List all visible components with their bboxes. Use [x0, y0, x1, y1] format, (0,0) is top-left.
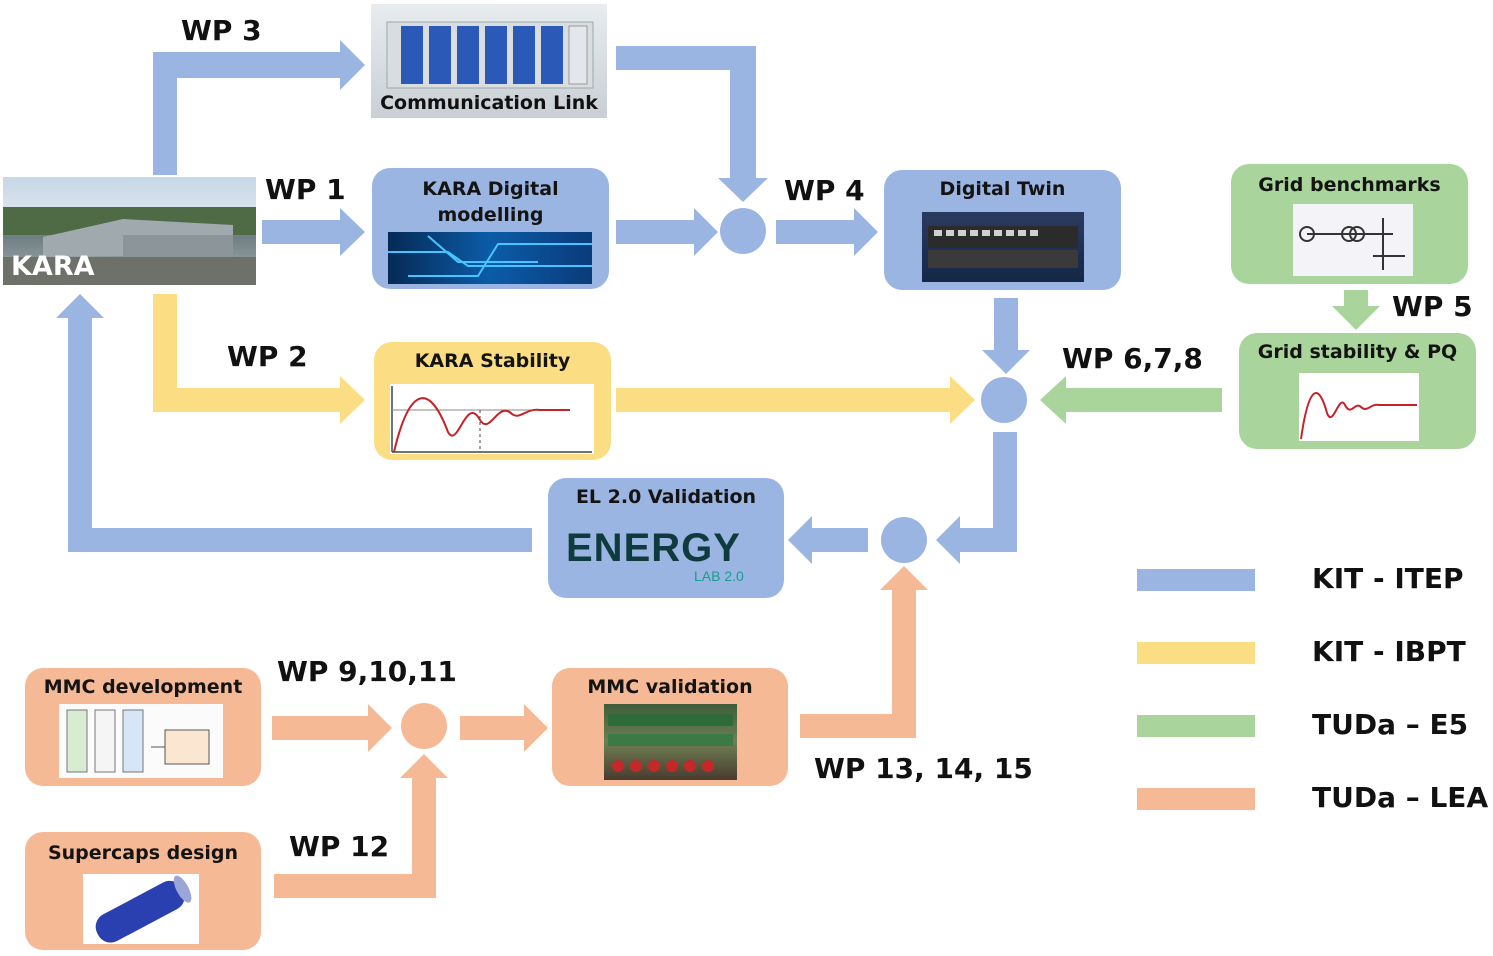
arrow-digital-to-junction1 [616, 208, 718, 256]
digital-twin-node: Digital Twin [884, 170, 1121, 290]
junction-circle-2 [981, 377, 1027, 423]
arrow-wp4 [776, 208, 878, 256]
junction-circle-4 [401, 703, 447, 749]
kara-stability-node: KARA Stability [374, 342, 611, 460]
server-rack-image [386, 21, 594, 89]
circuit-board-image [388, 232, 592, 284]
grid-benchmarks-node: Grid benchmarks [1231, 164, 1468, 284]
mmc-validation-node: MMC validation [552, 668, 788, 786]
simulator-hardware-image [922, 212, 1084, 282]
arrow-stability-to-junction2 [616, 376, 975, 424]
wp678-label: WP 6,7,8 [1062, 342, 1203, 375]
kara-building-image [3, 207, 256, 285]
legend-swatch-tuda-e5 [1137, 715, 1255, 737]
mmc-development-label: MMC development [43, 676, 243, 698]
arrow-junction4-to-mmc-validation [460, 704, 548, 752]
arrow-wp131415 [800, 566, 928, 738]
arrow-wp1 [262, 208, 365, 256]
legend-swatch-kit-ibpt [1137, 642, 1255, 664]
supercaps-node: Supercaps design [25, 832, 261, 950]
mmc-validation-label: MMC validation [587, 676, 753, 698]
legend-label-kit-itep: KIT - ITEP [1312, 562, 1464, 595]
arrow-comm-to-junction1 [616, 46, 768, 202]
wp4-label: WP 4 [784, 174, 865, 207]
legend-label-tuda-lea: TUDa – LEA [1312, 781, 1489, 814]
communication-link-node: Communication Link [371, 4, 607, 118]
wp5-label: WP 5 [1392, 290, 1473, 323]
energy-logo-sub: LAB 2.0 [694, 568, 744, 584]
arrow-wp5 [1332, 290, 1380, 330]
arrow-wp3 [153, 40, 365, 175]
energy-lab-logo: ENERGY LAB 2.0 [566, 526, 766, 586]
kara-stability-waveform-image [390, 384, 594, 454]
grid-schematic-image [1293, 204, 1413, 276]
energy-logo-main: ENERGY [566, 526, 741, 570]
kara-digital-modelling-node: KARA Digital modelling [372, 168, 609, 289]
communication-link-label: Communication Link [380, 92, 598, 114]
grid-benchmarks-label: Grid benchmarks [1258, 174, 1441, 196]
legend-label-tuda-e5: TUDa – E5 [1312, 708, 1469, 741]
grid-stability-node: Grid stability & PQ [1239, 333, 1476, 449]
kara-stability-label: KARA Stability [414, 350, 571, 372]
mmc-schematic-image [59, 704, 223, 778]
el-validation-node: EL 2.0 Validation ENERGY LAB 2.0 [548, 478, 784, 598]
el-validation-label: EL 2.0 Validation [575, 486, 757, 508]
junction-circle-1 [720, 208, 766, 254]
mmc-hardware-image [604, 704, 737, 780]
kara-label: KARA [11, 251, 95, 282]
supercaps-label: Supercaps design [47, 842, 239, 864]
wp2-label: WP 2 [227, 340, 308, 373]
legend-label-kit-ibpt: KIT - IBPT [1312, 635, 1466, 668]
wp131415-label: WP 13, 14, 15 [814, 752, 1033, 785]
arrow-wp91011 [272, 704, 392, 752]
arrow-junction3-to-validation [788, 516, 868, 564]
arrow-wp2 [153, 294, 365, 424]
supercap-image [83, 874, 199, 944]
legend-swatch-kit-itep [1137, 569, 1255, 591]
digital-twin-label: Digital Twin [939, 178, 1066, 200]
legend-swatch-tuda-lea [1137, 788, 1255, 810]
junction-circle-3 [881, 517, 927, 563]
wp12-label: WP 12 [289, 830, 390, 863]
kara-node: KARA [3, 177, 256, 285]
grid-stability-waveform-image [1299, 373, 1419, 441]
arrow-wp12 [274, 754, 448, 898]
kara-digital-modelling-label: KARA Digital modelling [422, 178, 559, 226]
arrow-wp678 [1040, 376, 1222, 424]
wp91011-label: WP 9,10,11 [277, 655, 457, 688]
wp1-label: WP 1 [265, 173, 346, 206]
mmc-development-node: MMC development [25, 668, 261, 786]
arrow-junction2-to-junction3 [936, 432, 1017, 564]
grid-stability-label: Grid stability & PQ [1257, 341, 1458, 363]
arrow-twin-to-junction2 [982, 298, 1030, 374]
wp3-label: WP 3 [181, 14, 262, 47]
